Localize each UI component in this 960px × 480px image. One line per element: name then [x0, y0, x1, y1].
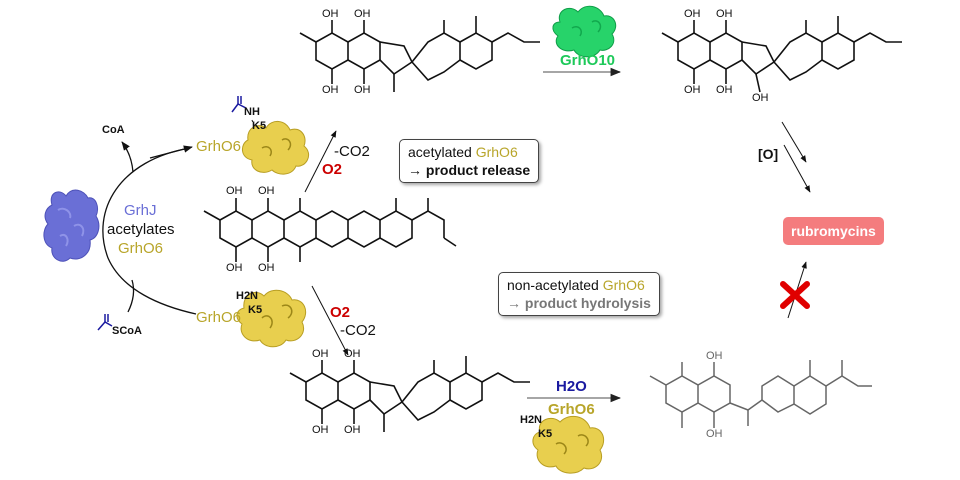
cycle-arc: [102, 147, 197, 315]
acetylated-note-outcome: → product release: [408, 162, 531, 178]
oh-label: OH: [312, 348, 329, 360]
grho6-acetylated-protein-icon: [231, 96, 309, 175]
acetyl-group-icon: [97, 314, 113, 331]
blocked-cross-icon: [780, 281, 810, 309]
oh-label: OH: [716, 84, 733, 96]
rubromycins-badge: rubromycins: [783, 217, 884, 245]
nonacetylated-note-box: non-acetylated GrhO6 → product hydrolysi…: [498, 272, 660, 316]
acetylated-note-box: acetylated GrhO6 → product release: [399, 139, 540, 183]
oh-label: OH: [226, 185, 243, 197]
h2n-label: H2N: [236, 290, 259, 302]
lower-o2-label: O2: [330, 304, 351, 321]
hydrolysis-h2n-label: H2N: [520, 414, 543, 426]
oh-label: OH: [752, 92, 769, 104]
nonacetylated-note-outcome: → product hydrolysis: [507, 295, 651, 311]
oh-label: OH: [226, 262, 243, 274]
grho10-protein-icon: [552, 5, 617, 58]
oh-label: OH: [322, 8, 339, 20]
grho6-nonacetylated-protein-icon: [236, 289, 307, 348]
upper-reaction-arrow: [304, 130, 337, 193]
coa-branch-arrow: [121, 141, 134, 173]
nonacetylated-note-enzyme: GrhO6: [602, 277, 645, 293]
k5-acetylated-label: K5: [252, 120, 267, 132]
grho6-nonacetylated-label: GrhO6: [196, 309, 242, 326]
acetylated-note-prefix: acetylated: [408, 144, 476, 160]
oxidation-arrow-1: [781, 121, 807, 163]
oh-label: OH: [322, 84, 339, 96]
grho6-hydrolysis-protein-icon: [532, 415, 605, 474]
acetylates-label: acetylates: [107, 221, 175, 238]
oh-label: OH: [258, 262, 275, 274]
upper-co2-loss-label: -CO2: [334, 143, 370, 160]
substrate-molecule: [203, 198, 457, 262]
upper-o2-label: O2: [322, 161, 343, 178]
oh-label: OH: [706, 350, 723, 362]
grho6-hydrolysis-label: GrhO6: [548, 401, 595, 418]
hydrolysis-k5-label: K5: [538, 428, 553, 440]
acetyl-nh-label: NH: [244, 106, 260, 118]
coa-label: CoA: [102, 124, 125, 136]
scoa-branch-arrow: [127, 279, 135, 313]
oh-label: OH: [706, 428, 723, 440]
oh-label: OH: [684, 84, 701, 96]
grhj-protein-icon: [43, 189, 100, 262]
k5-nonacetylated-label: K5: [248, 304, 263, 316]
oh-label: OH: [354, 84, 371, 96]
lower-reaction-arrow: [311, 285, 349, 356]
grhj-label: GrhJ: [124, 202, 157, 219]
acetylated-note-enzyme: GrhO6: [475, 144, 518, 160]
reduced-product-molecule: [661, 16, 902, 93]
nonacetylated-note-prefix: non-acetylated: [507, 277, 603, 293]
h2o-label: H2O: [556, 378, 587, 395]
lower-product-molecule: [289, 356, 530, 432]
oh-label: OH: [344, 424, 361, 436]
oh-label: OH: [344, 348, 361, 360]
oh-label: OH: [312, 424, 329, 436]
upper-product-molecule: [299, 16, 540, 92]
oxidation-arrow-2: [783, 144, 811, 193]
oh-label: OH: [354, 8, 371, 20]
oxidation-label: [O]: [758, 146, 779, 162]
grho10-label: GrhO10: [560, 52, 616, 69]
grho6-acetylated-label: GrhO6: [196, 138, 242, 155]
grho6-cycle-label: GrhO6: [118, 240, 164, 257]
scoa-label: SCoA: [112, 325, 142, 337]
oh-label: OH: [716, 8, 733, 20]
lower-co2-loss-label: -CO2: [340, 322, 376, 339]
oh-label: OH: [258, 185, 275, 197]
hydrolysis-product-molecule: [649, 360, 872, 428]
cycle-arrow-top: [149, 145, 193, 159]
oh-label: OH: [684, 8, 701, 20]
